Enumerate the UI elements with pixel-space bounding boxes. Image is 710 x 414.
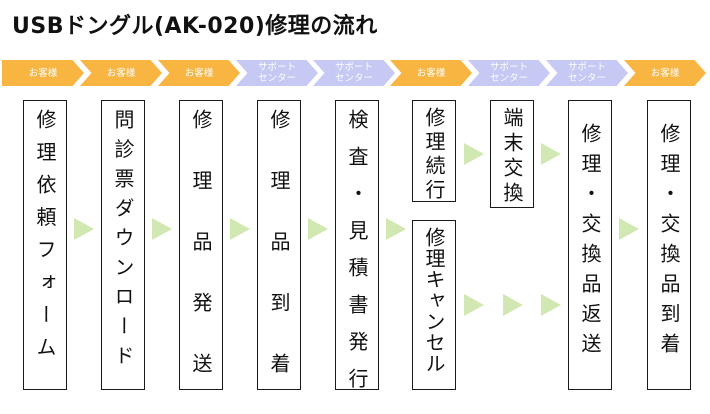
step-box-repair-item-arrival: 修理品到着 — [257, 100, 301, 414]
step-label: 修理・交換品返送 — [578, 123, 602, 363]
flow-arrow — [464, 143, 484, 165]
step-label: 検査・見積書発行 — [345, 109, 369, 405]
page-title: USBドングル(AK-020)修理の流れ — [12, 14, 378, 39]
flow-arrow — [541, 294, 561, 316]
stage-chevron-support: サポートセンター — [236, 60, 318, 86]
stage-chevron-customer: お客様 — [2, 60, 84, 86]
flow-arrow — [464, 294, 484, 316]
step-box-inspection-estimate: 検査・見積書発行 — [335, 100, 379, 405]
stage-chevron-customer: お客様 — [624, 60, 706, 86]
flow-arrow — [619, 218, 639, 240]
flow-arrow — [230, 218, 250, 240]
step-label: 端末交換 — [500, 107, 524, 207]
flow-arrow — [308, 218, 328, 240]
flow-arrow — [541, 143, 561, 165]
step-label: 修理キャンセル — [422, 227, 446, 374]
step-label: 修理品到着 — [267, 109, 291, 414]
step-box-cancel-repair: 修理キャンセル — [412, 220, 456, 390]
stage-chevron-support: サポートセンター — [468, 60, 550, 86]
step-box-continue-repair: 修理続行 — [412, 100, 456, 203]
flow-arrow — [152, 218, 172, 240]
stage-chevron-customer: お客様 — [158, 60, 240, 86]
step-box-repair-item-shipping: 修理品発送 — [179, 100, 223, 414]
step-box-repair-request-form: 修理依頼フォーム — [23, 100, 67, 390]
step-label: 問診票ダウンロード — [111, 109, 135, 375]
step-box-device-exchange: 端末交換 — [490, 100, 534, 208]
step-box-return-arrival: 修理・交換品到着 — [647, 100, 691, 390]
step-label: 修理依頼フォーム — [33, 109, 57, 369]
flow-arrow — [386, 218, 406, 240]
stage-chevron-customer: お客様 — [390, 60, 472, 86]
step-box-questionnaire-download: 問診票ダウンロード — [101, 100, 145, 390]
step-box-return-shipping: 修理・交換品返送 — [568, 100, 612, 390]
step-label: 修理・交換品到着 — [657, 123, 681, 363]
step-label: 修理品発送 — [189, 109, 213, 414]
step-label: 修理続行 — [422, 107, 446, 203]
stage-chevron-customer: お客様 — [80, 60, 162, 86]
stage-chevron-support: サポートセンター — [546, 60, 628, 86]
flow-arrow — [503, 294, 523, 316]
stage-chevron-support: サポートセンター — [313, 60, 395, 86]
flow-arrow — [74, 218, 94, 240]
